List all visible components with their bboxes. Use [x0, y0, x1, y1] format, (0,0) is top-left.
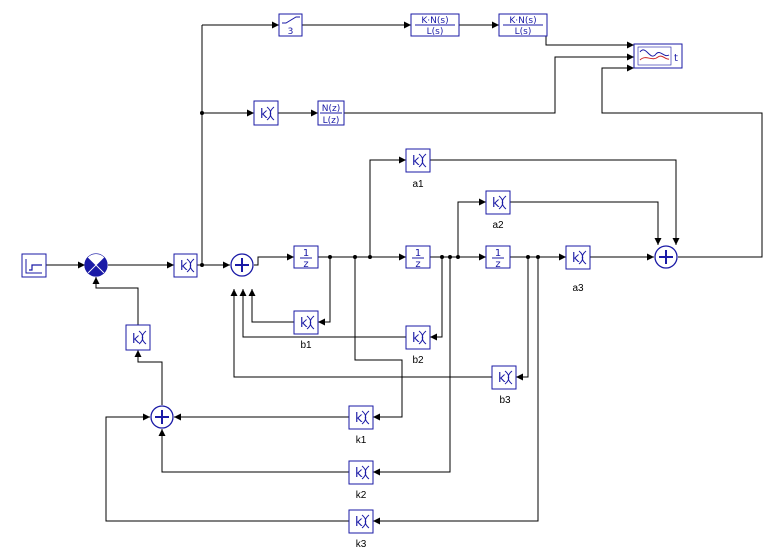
- sum-junction-main[interactable]: [230, 253, 254, 277]
- wire-to-gain-b3: [516, 257, 529, 381]
- junction-dot: [368, 255, 372, 259]
- tf-numerator: K·N(s): [421, 16, 448, 26]
- tf-discrete-block[interactable]: N(z) L(z): [317, 100, 345, 126]
- gain-block-a2[interactable]: k: [485, 190, 511, 215]
- junction-dot: [353, 255, 357, 259]
- delay-denominator: z: [495, 259, 500, 270]
- junction-dot: [448, 255, 452, 259]
- junction-dot: [456, 255, 460, 259]
- delay-denominator: z: [303, 259, 308, 270]
- wires: [46, 21, 763, 525]
- wire-feedback-gain-to-error-sum: [92, 277, 139, 325]
- wire-to-gain-k3: [373, 257, 539, 525]
- wire-to-gain-a1: [369, 156, 406, 257]
- gain-symbol: k: [492, 196, 500, 211]
- delay-denominator: z: [415, 259, 420, 270]
- scope-block[interactable]: t: [633, 43, 683, 69]
- gain-symbol: k: [132, 332, 140, 347]
- gain-block-a1[interactable]: k: [405, 148, 431, 173]
- block-labels: a1 a2 a3 b1 b2 b3 k1 k2 k3: [300, 179, 584, 550]
- gain-symbol: k: [355, 466, 363, 481]
- wire-gain-b2-to-sum: [239, 289, 406, 338]
- gain-block-k2[interactable]: k: [348, 460, 374, 485]
- junction-dot: [200, 111, 204, 115]
- unit-delay-block-3[interactable]: 1 z: [485, 245, 511, 270]
- label-k1: k1: [356, 435, 367, 446]
- gain-block-discrete[interactable]: k: [253, 100, 279, 126]
- gain-symbol: k: [180, 259, 188, 274]
- unit-delay-block-2[interactable]: 1 z: [405, 245, 431, 270]
- label-a2: a2: [492, 220, 504, 231]
- gain-block-b3[interactable]: k: [491, 365, 517, 390]
- gain-symbol: k: [412, 331, 420, 346]
- wire-to-gain-b1: [318, 257, 331, 326]
- delay-numerator: 1: [495, 248, 501, 259]
- junction-dot: [328, 255, 332, 259]
- delay-numerator: 1: [415, 248, 421, 259]
- wire-feedback-sum-to-gain: [134, 350, 163, 405]
- unit-delay-block-1[interactable]: 1 z: [293, 245, 319, 270]
- tf-denominator: L(z): [323, 116, 340, 126]
- wire-to-gain-k1: [354, 257, 403, 421]
- gain-symbol: k: [355, 515, 363, 530]
- wire-gain-a1-to-output-sum: [430, 159, 680, 245]
- label-b2: b2: [412, 355, 424, 366]
- wire-output-to-scope: [601, 64, 763, 258]
- label-k2: k2: [356, 490, 367, 501]
- gain-block-k1[interactable]: k: [348, 405, 374, 430]
- junction-dot: [440, 255, 444, 259]
- tf-numerator: N(z): [322, 104, 340, 114]
- gain-block-b2[interactable]: k: [405, 325, 431, 350]
- saturation-icon: [282, 16, 300, 24]
- gain-block-k3[interactable]: k: [348, 509, 374, 534]
- label-k3: k3: [356, 539, 367, 550]
- scope-time-label: t: [674, 53, 678, 64]
- gain-block-b1[interactable]: k: [293, 310, 319, 335]
- scope-icon: [639, 49, 670, 61]
- wire-to-gain-k2: [373, 257, 451, 476]
- wire-gain-a2-to-output-sum: [510, 201, 662, 245]
- wire-to-gain-b2: [430, 257, 443, 341]
- gain-block-feedback[interactable]: k: [125, 324, 151, 351]
- gain-symbol: k: [260, 107, 268, 122]
- tf-denominator: L(s): [427, 27, 444, 37]
- wire-gain-k2-to-feedback-sum: [158, 429, 349, 473]
- junction-dot: [536, 255, 540, 259]
- tf-continuous-block-1[interactable]: K·N(s) L(s): [410, 13, 460, 37]
- wire-to-gain-a2: [457, 198, 486, 257]
- gain-block-a3[interactable]: k: [565, 245, 591, 270]
- wire-gain-k3-to-feedback-sum: [105, 413, 349, 522]
- wire-sum-to-delay1: [254, 253, 294, 266]
- wire-gain-b1-to-sum: [248, 289, 294, 323]
- wire-gain-b3-to-sum: [230, 289, 492, 378]
- wire-tf2-to-scope: [545, 25, 634, 49]
- label-b1: b1: [300, 340, 312, 351]
- gain-symbol: k: [412, 154, 420, 169]
- step-source-icon: [25, 259, 42, 274]
- gain-block-input[interactable]: k: [173, 253, 198, 278]
- junction-dots: [200, 111, 540, 267]
- sum-junction-output[interactable]: [654, 245, 678, 269]
- gain-symbol: k: [300, 316, 308, 331]
- label-b3: b3: [499, 395, 511, 406]
- gain-symbol: k: [498, 371, 506, 386]
- label-a1: a1: [412, 179, 424, 190]
- delay-numerator: 1: [303, 248, 309, 259]
- sum-junction-feedback[interactable]: [150, 405, 174, 429]
- tf-numerator: K·N(s): [509, 16, 536, 26]
- gain-symbol: k: [572, 251, 580, 266]
- error-sum-junction[interactable]: [84, 253, 108, 277]
- tf-denominator: L(s): [515, 27, 532, 37]
- junction-dot: [526, 255, 530, 259]
- wire-tf-disc-to-scope: [344, 53, 634, 114]
- tf-continuous-block-2[interactable]: K·N(s) L(s): [498, 13, 548, 37]
- saturation-block[interactable]: 3: [278, 13, 303, 37]
- gain-symbol: k: [355, 411, 363, 426]
- step-source-block[interactable]: [21, 253, 47, 278]
- junction-dot: [200, 263, 204, 267]
- label-a3: a3: [572, 283, 584, 294]
- saturation-value: 3: [288, 27, 294, 37]
